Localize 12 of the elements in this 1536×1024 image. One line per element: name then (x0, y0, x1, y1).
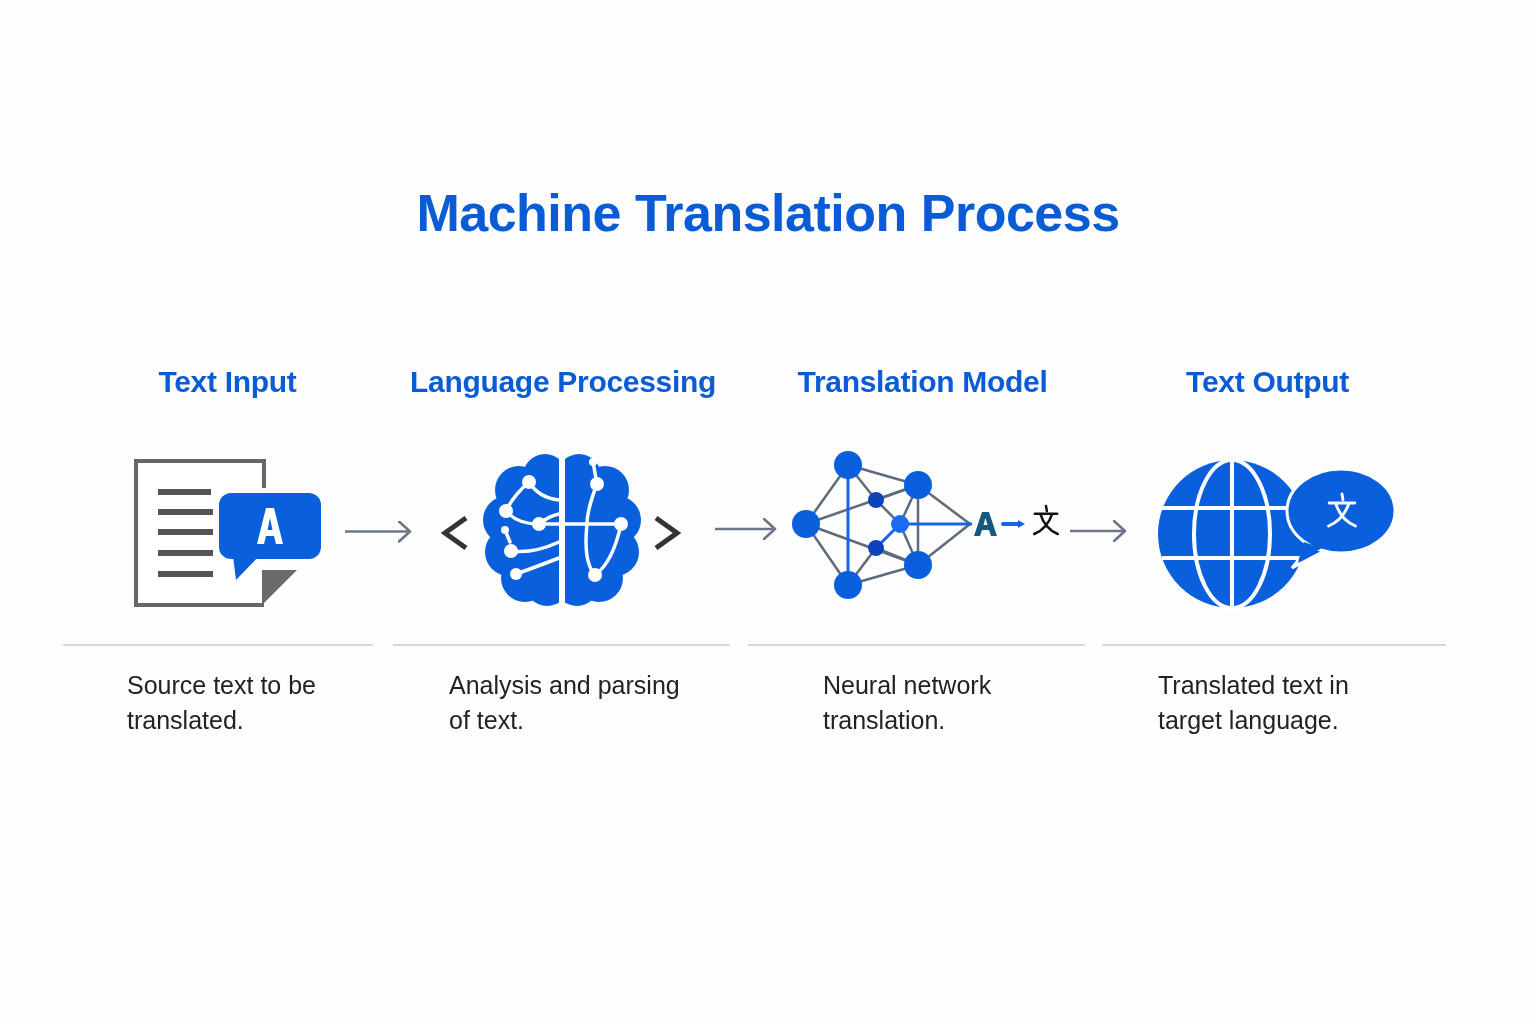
arrow (715, 517, 777, 541)
arrow (345, 520, 412, 543)
step-heading: Text Input (158, 365, 297, 398)
diagram-title: Machine Translation Process (416, 184, 1120, 242)
step-description: Neural network translation. (823, 670, 993, 736)
step-heading: Text Output (1186, 365, 1349, 398)
step-description: Analysis and parsing of text. (449, 670, 681, 736)
arrow (1070, 519, 1127, 543)
step-description: Source text to be translated. (127, 670, 317, 736)
step-heading: Translation Model (797, 365, 1048, 398)
step-description: Translated text in target language. (1158, 670, 1350, 736)
step-heading: Language Processing (410, 365, 717, 398)
